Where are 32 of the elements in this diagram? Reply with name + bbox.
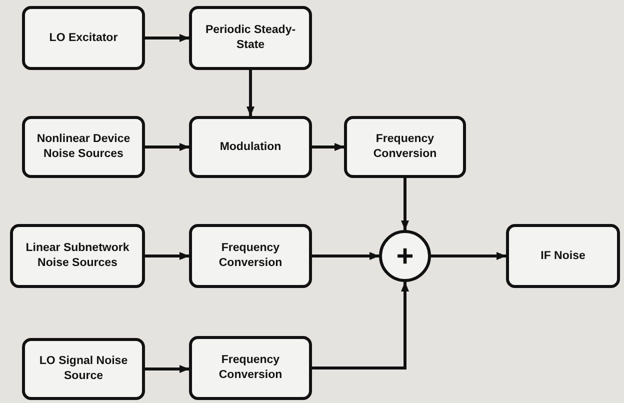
process-box [22,6,145,70]
process-box [189,6,312,70]
arrow [312,143,344,151]
arrow [145,34,190,42]
arrow [431,252,506,260]
box-label: Linear Subnetwork Noise Sources [24,241,130,271]
process-box [10,224,145,288]
process-box [189,224,312,288]
process-box [344,116,466,178]
box-label: LO Excitator [49,30,118,46]
box-label: Frequency Conversion [218,241,284,271]
box-label: Nonlinear Device Noise Sources [36,132,132,162]
process-box [189,336,312,400]
summing-junction [379,230,431,282]
process-box [506,224,620,288]
process-box [189,116,312,178]
box-label: Modulation [220,140,282,154]
arrow [312,282,409,370]
process-box [22,338,145,400]
process-box [22,116,145,178]
box-label: Frequency Conversion [372,132,438,162]
plus-sign: + [396,238,414,274]
box-label: Periodic Steady-State [204,23,297,53]
box-label: LO Signal Noise Source [38,354,129,384]
arrow [246,70,254,116]
arrow [401,178,409,230]
box-label: Frequency Conversion [218,353,284,383]
arrow [312,252,380,260]
arrow [145,252,190,260]
arrow [145,143,190,151]
box-label: IF Noise [540,248,586,264]
arrow [145,365,190,373]
